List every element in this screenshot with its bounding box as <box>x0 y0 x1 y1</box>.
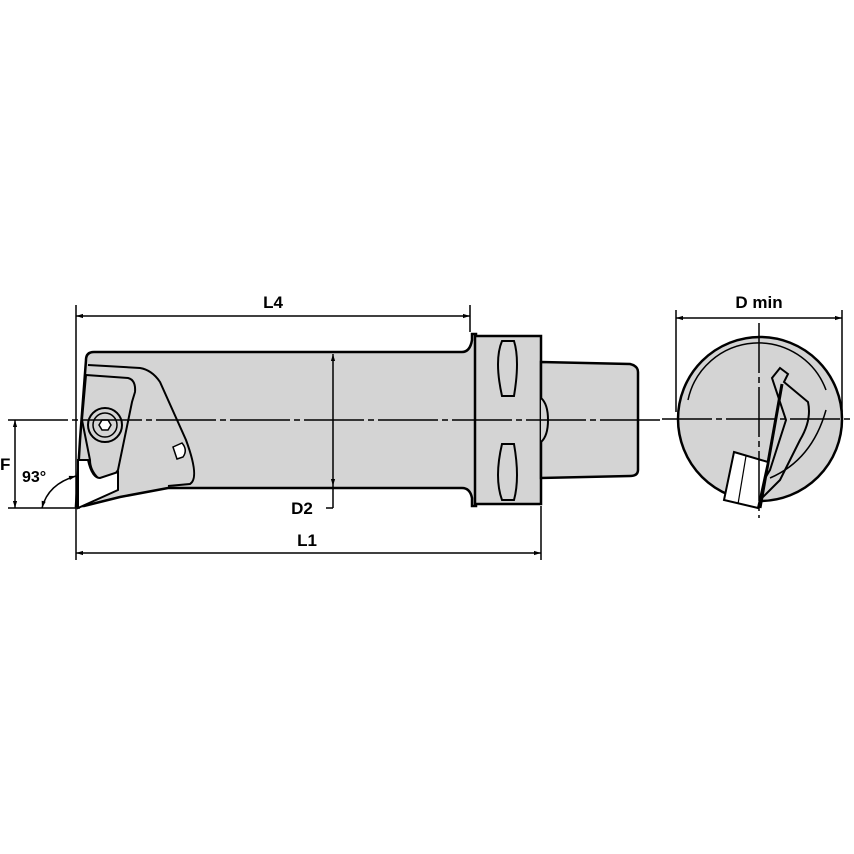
label-l4: L4 <box>263 293 283 312</box>
side-view <box>74 332 640 510</box>
flange-slot-top <box>497 340 518 397</box>
label-l1: L1 <box>297 531 317 550</box>
clamp-screw-inner <box>92 412 118 438</box>
end-view-inner-arc <box>687 342 827 401</box>
end-view <box>676 335 844 510</box>
flange-slot-bottom <box>497 443 518 501</box>
hex-socket-icon <box>98 419 112 431</box>
dimension-l4: L4 <box>75 293 471 560</box>
dimension-l1: L1 <box>76 506 542 560</box>
dimension-d-min: D min <box>675 293 843 412</box>
label-d-min: D min <box>735 293 782 312</box>
dimension-angle: 93° <box>22 469 77 509</box>
label-d2: D2 <box>291 499 313 518</box>
marking-d <box>172 442 186 460</box>
end-view-body-edge <box>758 383 784 509</box>
dimension-d2: D2 <box>291 354 336 518</box>
end-view-insert <box>722 450 770 510</box>
label-f: F <box>0 455 10 474</box>
head-profile-curve <box>87 364 196 487</box>
cutting-insert <box>77 459 119 510</box>
label-angle: 93° <box>22 469 46 486</box>
dimension-f: F <box>0 420 80 509</box>
shank <box>539 360 640 480</box>
